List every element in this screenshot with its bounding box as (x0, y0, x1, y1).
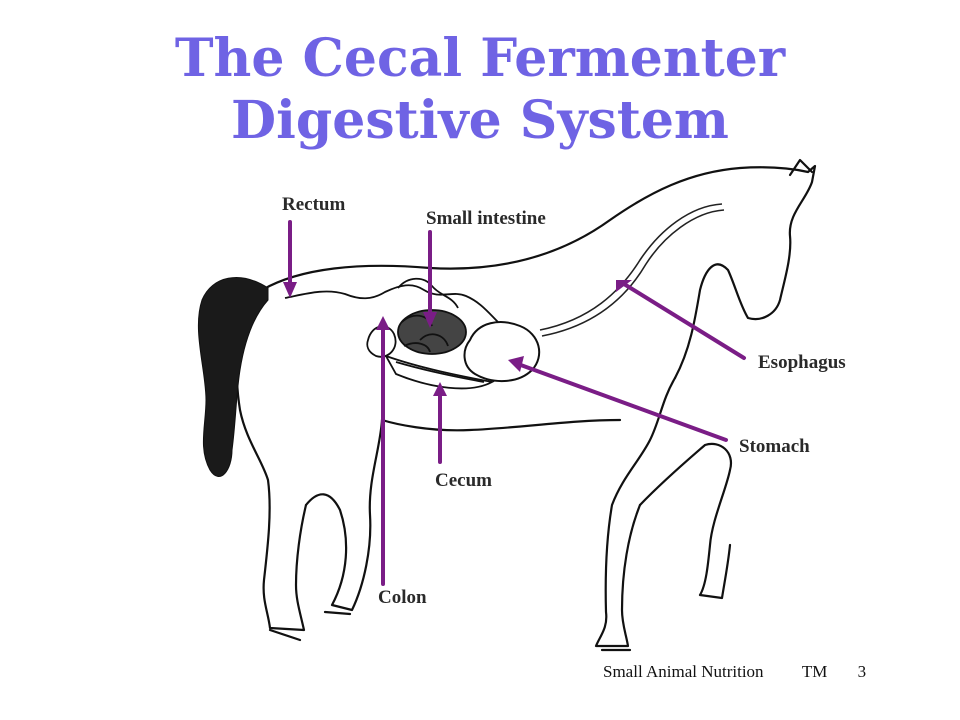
footer-code: TM (801, 662, 828, 681)
arrowhead-small-intestine (423, 312, 437, 328)
esophagus-organ (539, 203, 725, 337)
pointer-esophagus (622, 282, 746, 360)
horse-tail (197, 277, 269, 477)
arrowhead-cecum (433, 382, 447, 396)
arrowhead-stomach (508, 356, 524, 372)
label-rectum: Rectum (282, 194, 346, 215)
footer-course: Small Animal Nutrition (603, 662, 764, 681)
arrowhead-esophagus (616, 280, 632, 292)
label-colon: Colon (378, 587, 427, 608)
label-small-intestine: Small intestine (426, 208, 546, 229)
label-stomach: Stomach (739, 436, 810, 457)
horse-outline (235, 158, 817, 652)
pointer-heads (283, 280, 632, 396)
arrowhead-colon (376, 316, 390, 330)
arrowhead-rectum (283, 282, 297, 298)
stomach-organ (463, 321, 541, 383)
footer-page-number: 3 (857, 662, 867, 681)
slide-title: The Cecal Fermenter Digestive System (0, 28, 960, 152)
title-line-2: Digestive System (231, 90, 729, 151)
pointer-stomach (516, 362, 728, 442)
title-line-1: The Cecal Fermenter (174, 28, 786, 89)
intestines-organ (284, 277, 499, 390)
label-esophagus: Esophagus (758, 352, 846, 373)
pointer-lines (288, 220, 746, 586)
label-cecum: Cecum (435, 470, 492, 491)
slide-footer: Small Animal Nutrition TM 3 (603, 662, 866, 682)
